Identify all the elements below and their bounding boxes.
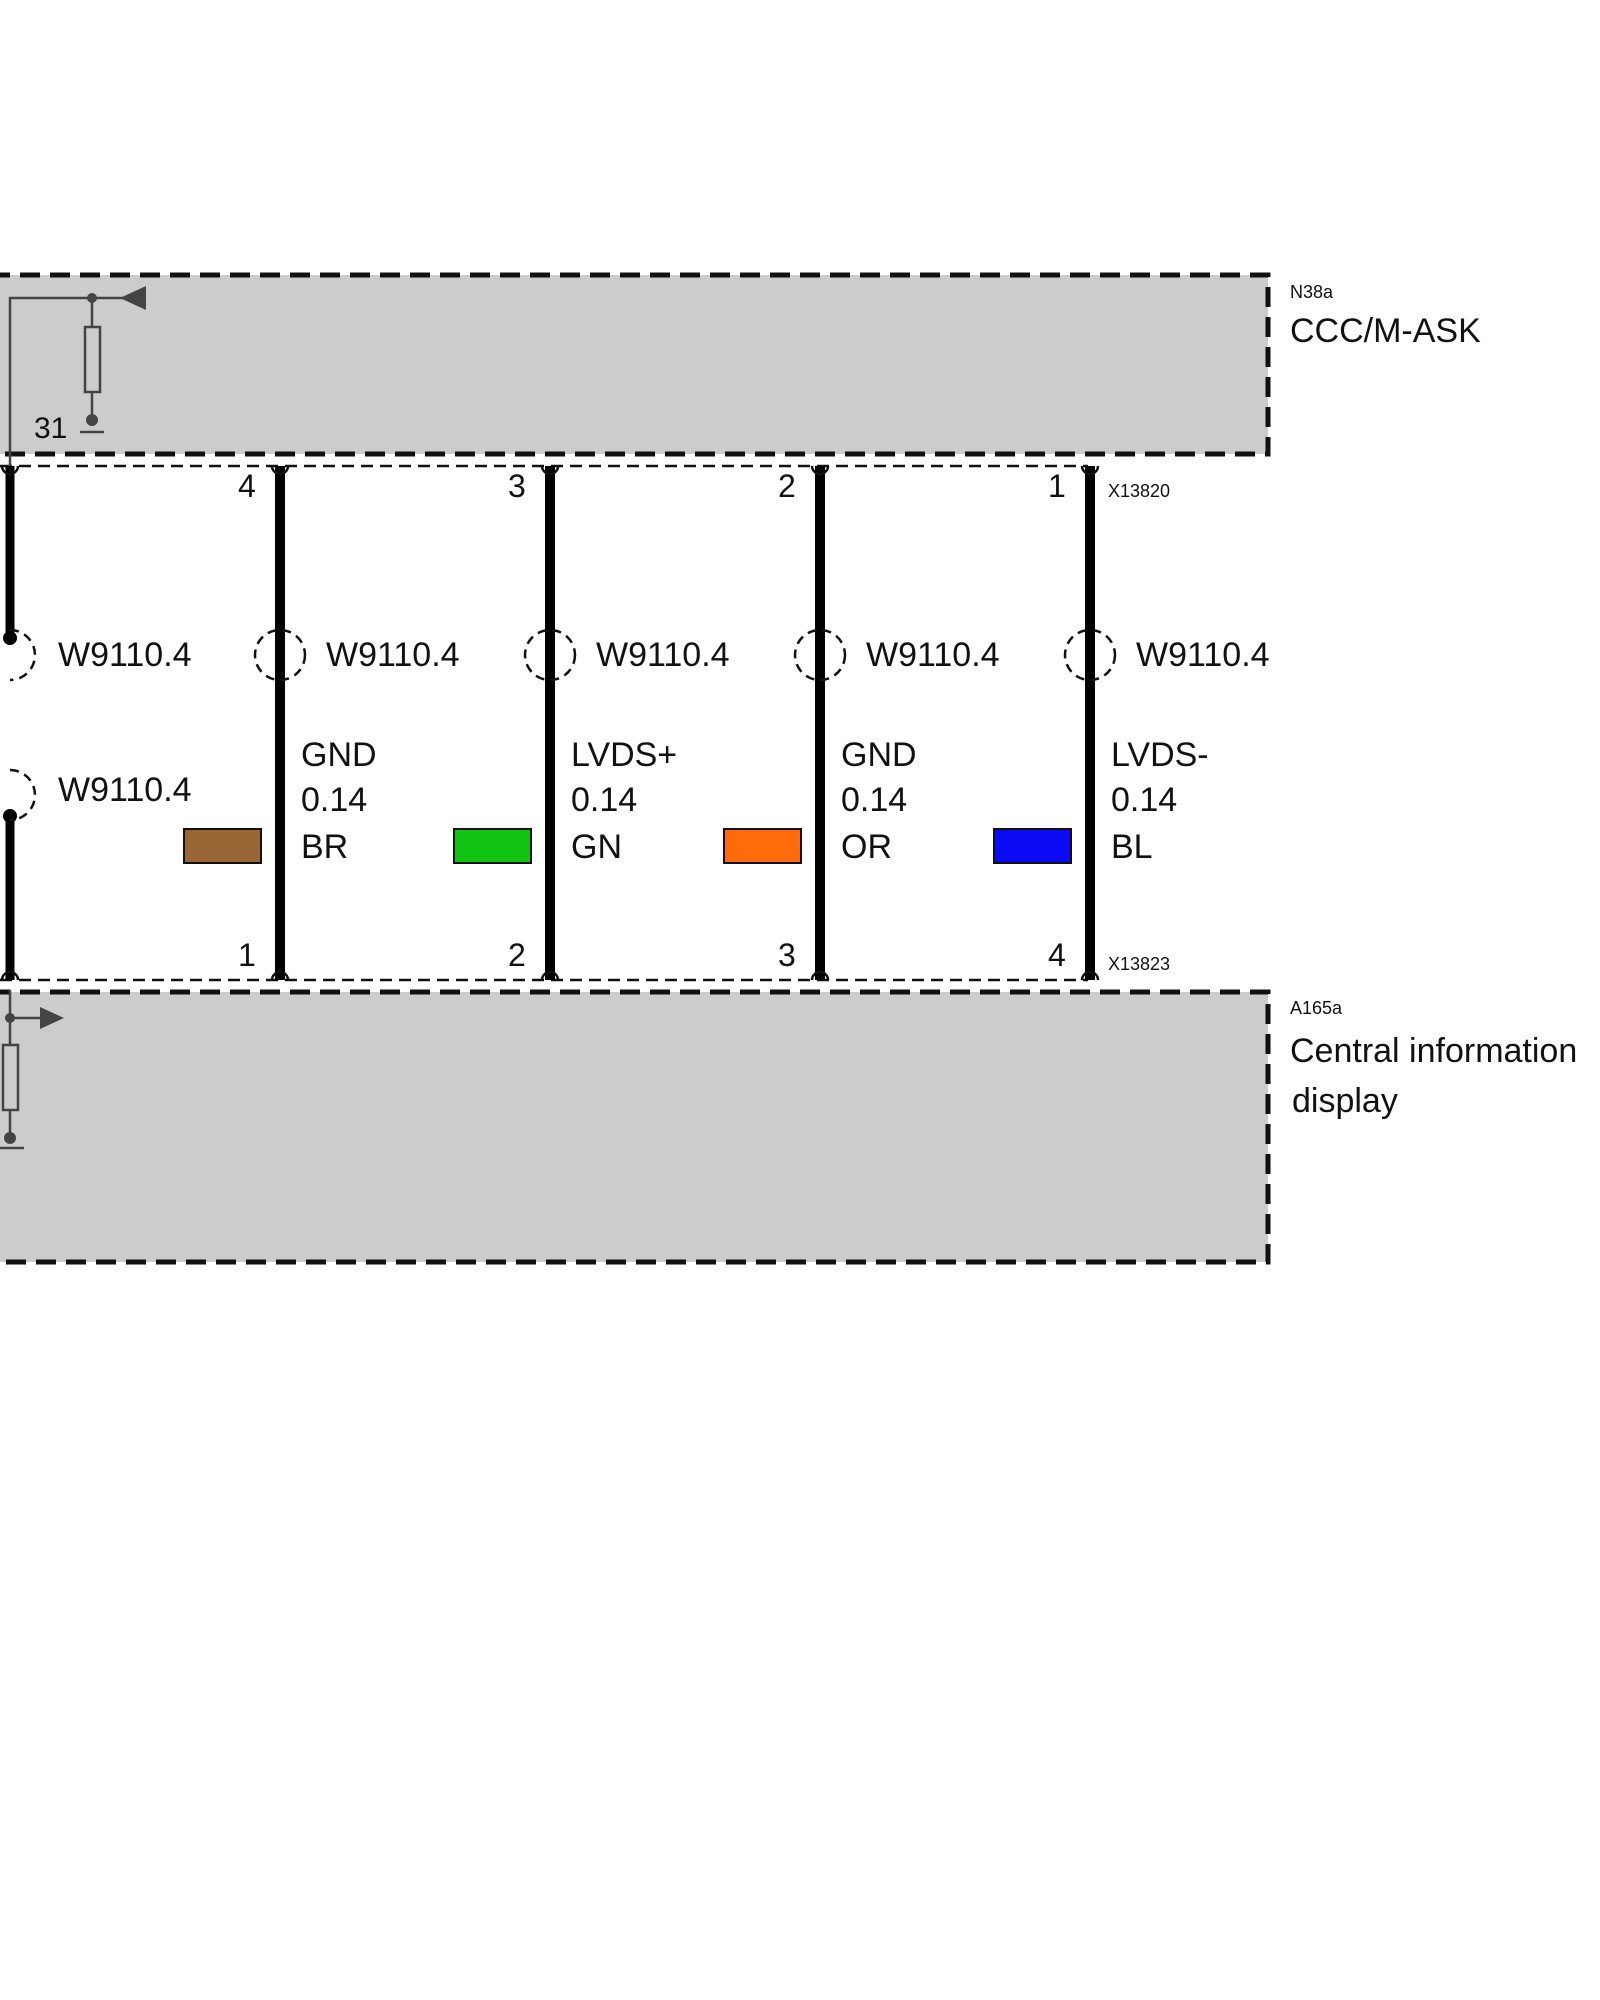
wire-1-top-pin-mark [270,465,290,476]
extra-wire-bottom-shield-label: W9110.4 [58,771,192,809]
wires-group: W9110.441GND0.14BRW9110.432LVDS+0.14GNW9… [183,465,1270,981]
wire-4-top-pin-mark [1080,465,1100,476]
top-circuit-node [87,293,97,303]
top-internal-circuit [8,296,128,466]
top-module-id: N38a [1290,282,1334,302]
wire-3-signal-label: GND [841,736,917,774]
wire-1-color-code-label: BR [301,828,348,866]
wire-4-shield-label: W9110.4 [1136,636,1270,674]
top-module-box [0,272,1271,457]
wire-1-shield-icon [253,628,307,682]
wire-3-bottom-pin-label: 3 [778,937,796,973]
wire-2-color-code-label: GN [571,828,622,866]
extra-wire [0,465,37,981]
bottom-arrow-icon [40,1007,64,1029]
wire-4-color-swatch [993,828,1072,864]
wire-2-bottom-pin-label: 2 [508,937,526,973]
wire-1-bottom-pin-mark [270,970,290,981]
wire-3-top-pin-mark [810,465,830,476]
wire-2-shield-icon [523,628,577,682]
wire-4-top-pin-label: 1 [1048,468,1066,504]
wire-4-shield-icon [1063,628,1117,682]
top-module-name: CCC/M-ASK [1290,312,1481,350]
wire-4-bottom-pin-mark [1080,970,1100,981]
wire-3-bottom-pin-mark [810,970,830,981]
bottom-ground-node [4,1132,16,1144]
wire-3-gauge-label: 0.14 [841,781,907,819]
wire-1-color-swatch [183,828,262,864]
wire-4-bottom-pin-label: 4 [1048,937,1066,973]
bottom-module-name-line2: display [1292,1082,1398,1120]
wire-4-gauge-label: 0.14 [1111,781,1177,819]
ground-label: 31 [34,412,67,445]
bottom-circuit-node [5,1013,15,1023]
wire-1-bottom-pin-label: 1 [238,937,256,973]
wire-2-gauge-label: 0.14 [571,781,637,819]
bottom-module-name-line1: Central information [1290,1032,1577,1070]
wire-1-signal-label: GND [301,736,377,774]
bottom-connector-label: X13823 [1108,954,1170,974]
bottom-module-box [0,989,1271,1265]
wire-1-top-pin-label: 4 [238,468,256,504]
bottom-module-id: A165a [1290,998,1343,1018]
wire-2-color-swatch [453,828,532,864]
wire-4-signal-label: LVDS- [1111,736,1209,774]
wire-2-shield-label: W9110.4 [596,636,730,674]
wire-3-color-code-label: OR [841,828,892,866]
wire-2-bottom-pin-mark [540,970,560,981]
wire-3-shield-icon [793,628,847,682]
wire-3-shield-label: W9110.4 [866,636,1000,674]
top-arrow-icon [120,286,146,310]
wire-3-color-swatch [723,828,802,864]
extra-wire-top-shield-label: W9110.4 [58,636,192,674]
wire-2-top-pin-mark [540,465,560,476]
top-connector-label: X13820 [1108,481,1170,501]
wire-4-color-code-label: BL [1111,828,1153,866]
wire-2-top-pin-label: 3 [508,468,526,504]
wire-1-shield-label: W9110.4 [326,636,460,674]
top-ground-node [86,414,98,426]
wire-3-top-pin-label: 2 [778,468,796,504]
wire-2-signal-label: LVDS+ [571,736,677,774]
wire-1-gauge-label: 0.14 [301,781,367,819]
